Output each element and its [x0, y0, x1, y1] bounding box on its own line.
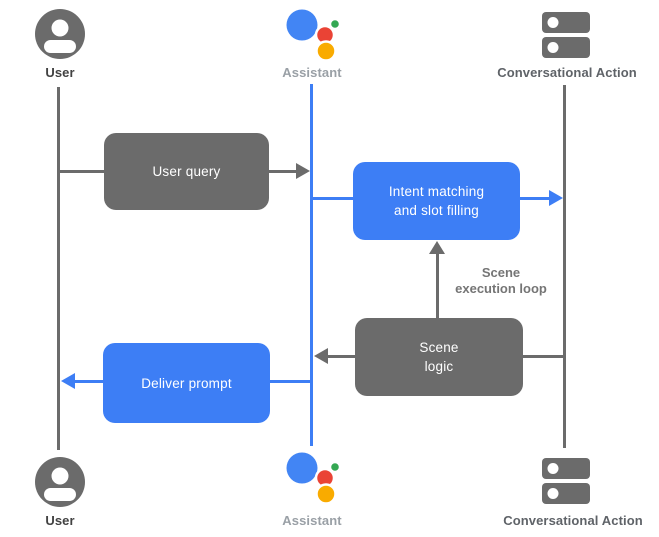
- user-label-bottom: User: [45, 513, 75, 528]
- deliver-prompt-box-label: Deliver prompt: [141, 375, 232, 391]
- assistant-to-intent-line: [312, 197, 354, 200]
- intent-matching-box-label-line1: Intent matching: [388, 184, 485, 199]
- user-icon-bottom: [35, 457, 85, 507]
- scene-logic-box: Scene logic: [355, 318, 523, 396]
- user-icon: [35, 9, 85, 59]
- user-query-box-label: User query: [152, 164, 221, 179]
- user-label-top: User: [45, 65, 75, 80]
- deliver-to-user-arrowhead: [61, 373, 75, 389]
- assistant-icon: [286, 9, 341, 62]
- scene-execution-loop-line2: execution loop: [455, 280, 547, 296]
- scene-logic-box-label-line2: logic: [424, 359, 454, 374]
- action-label-bottom: Conversational Action: [503, 513, 643, 528]
- action-to-scene-line: [522, 355, 564, 358]
- query-to-assistant-arrowhead: [296, 163, 310, 179]
- intent-to-action-arrowhead: [549, 190, 563, 206]
- assistant-label-bottom: Assistant: [282, 513, 342, 528]
- scene-logic-box-label-line1: Scene: [419, 340, 459, 355]
- assistant-lifeline: [310, 84, 313, 446]
- deliver-prompt-box: Deliver prompt: [103, 343, 270, 423]
- scene-execution-loop-line1: Scene: [481, 265, 521, 280]
- action-label-top: Conversational Action: [497, 65, 637, 80]
- query-to-assistant-line: [267, 170, 297, 173]
- scene-to-intent-line: [436, 252, 439, 319]
- deliver-to-user-line: [75, 380, 104, 383]
- action-lifeline: [563, 85, 566, 448]
- server-stack-icon: [542, 12, 590, 58]
- assistant-to-deliver-line: [269, 380, 311, 383]
- scene-execution-loop-label: Scene execution loop: [421, 265, 581, 296]
- intent-to-action-line: [519, 197, 550, 200]
- user-to-query-line: [58, 170, 105, 173]
- assistant-label-top: Assistant: [282, 65, 342, 80]
- scene-to-intent-arrowhead: [429, 241, 445, 254]
- user-query-box: User query: [104, 133, 269, 210]
- assistant-icon-bottom: [286, 452, 341, 505]
- user-lifeline: [57, 87, 60, 450]
- intent-matching-box: Intent matching and slot filling: [353, 162, 520, 240]
- intent-matching-box-label-line2: and slot filling: [394, 203, 479, 218]
- server-stack-icon-bottom: [542, 458, 590, 504]
- scene-to-assistant-line: [328, 355, 356, 358]
- scene-to-assistant-arrowhead: [314, 348, 328, 364]
